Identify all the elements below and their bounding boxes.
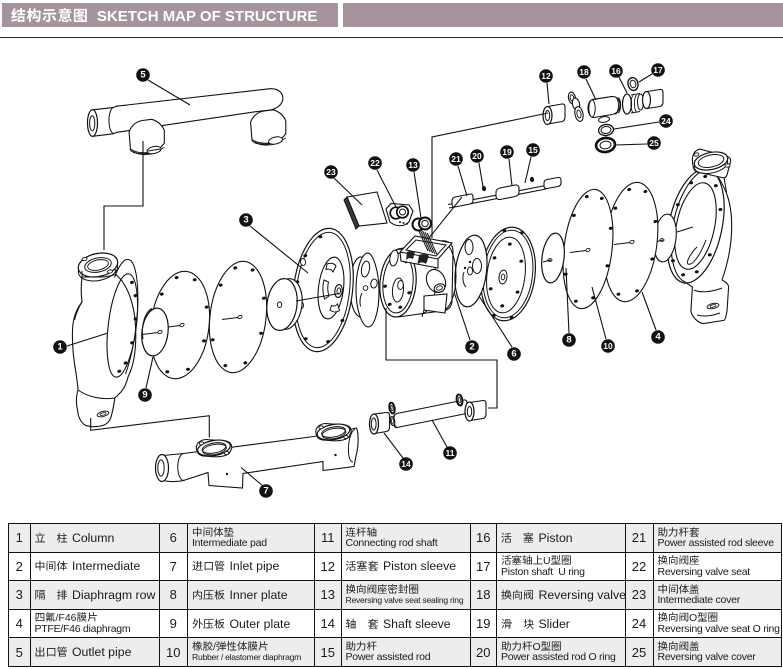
svg-text:10: 10 xyxy=(603,341,613,351)
svg-text:21: 21 xyxy=(451,154,461,164)
svg-text:1: 1 xyxy=(57,342,63,353)
svg-text:22: 22 xyxy=(370,158,380,168)
svg-text:5: 5 xyxy=(140,70,146,81)
svg-text:11: 11 xyxy=(446,448,455,458)
svg-text:17: 17 xyxy=(653,65,663,75)
svg-text:9: 9 xyxy=(142,390,147,401)
svg-text:12: 12 xyxy=(541,71,551,81)
svg-text:23: 23 xyxy=(326,167,336,177)
svg-text:18: 18 xyxy=(579,67,589,77)
svg-text:24: 24 xyxy=(661,116,671,126)
svg-text:7: 7 xyxy=(263,486,268,497)
svg-text:15: 15 xyxy=(528,145,538,155)
svg-text:16: 16 xyxy=(611,66,621,76)
svg-text:25: 25 xyxy=(649,138,659,148)
svg-text:3: 3 xyxy=(243,215,248,226)
svg-text:14: 14 xyxy=(401,459,411,469)
svg-text:13: 13 xyxy=(408,160,418,170)
svg-text:8: 8 xyxy=(566,335,571,346)
svg-text:20: 20 xyxy=(472,151,482,161)
svg-text:19: 19 xyxy=(502,147,512,157)
svg-text:6: 6 xyxy=(511,349,516,360)
svg-text:2: 2 xyxy=(469,342,474,353)
svg-text:4: 4 xyxy=(655,332,661,343)
